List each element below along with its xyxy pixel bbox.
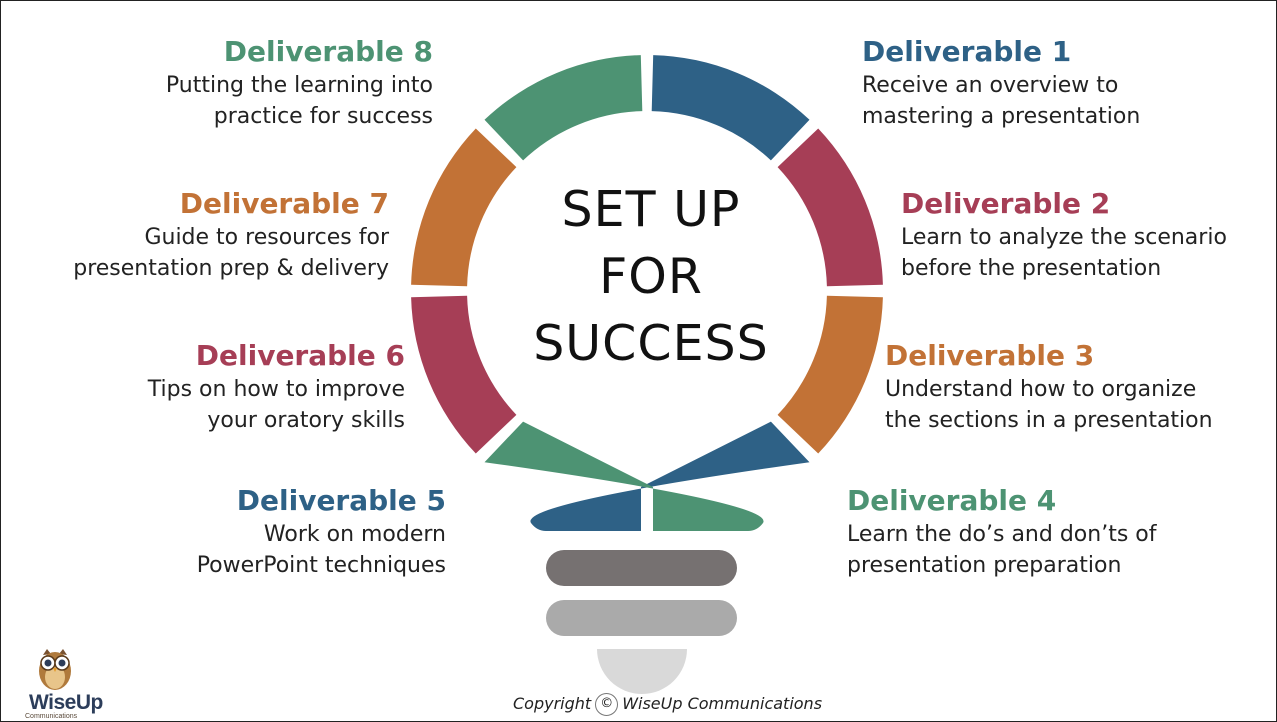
deliverable-4-line2: presentation preparation <box>847 553 1122 578</box>
ring-segment-5 <box>530 421 810 531</box>
deliverable-2-title: Deliverable 2 <box>901 187 1111 220</box>
deliverable-8-title: Deliverable 8 <box>223 35 433 68</box>
ring-segment-7 <box>411 128 517 287</box>
center-title: SET UP FOR SUCCESS <box>506 176 796 377</box>
deliverable-3-line1: Understand how to organize <box>885 377 1197 402</box>
deliverable-1-title: Deliverable 1 <box>862 35 1072 68</box>
wiseup-logo: WiseUp Communications <box>21 647 131 721</box>
deliverable-8-line1: Putting the learning into <box>165 73 433 98</box>
deliverable-7-line1: Guide to resources for <box>144 225 389 250</box>
deliverable-1-line2: mastering a presentation <box>862 104 1141 129</box>
center-title-line1: SET UP <box>561 181 741 238</box>
deliverable-6: Deliverable 6 Tips on how to improve you… <box>148 338 405 436</box>
deliverable-1: Deliverable 1 Receive an overview to mas… <box>862 34 1140 132</box>
deliverable-2-line2: before the presentation <box>901 256 1162 281</box>
deliverable-5-line1: Work on modern <box>263 522 446 547</box>
deliverable-7: Deliverable 7 Guide to resources for pre… <box>73 186 389 284</box>
deliverable-7-line2: presentation prep & delivery <box>73 256 389 281</box>
bulb-base-bar-top <box>546 550 737 586</box>
bulb-tip <box>597 649 687 694</box>
logo-name: WiseUp <box>29 691 103 714</box>
copyright-owner: WiseUp Communications <box>622 694 823 713</box>
deliverable-6-line1: Tips on how to improve <box>147 377 405 402</box>
deliverable-6-title: Deliverable 6 <box>195 339 405 372</box>
center-title-line2: FOR <box>599 248 703 305</box>
deliverable-3-title: Deliverable 3 <box>885 339 1095 372</box>
deliverable-5-line2: PowerPoint techniques <box>196 553 446 578</box>
ring-segment-4 <box>484 421 764 531</box>
ring-segment-8 <box>484 55 643 161</box>
deliverable-5-title: Deliverable 5 <box>236 484 446 517</box>
ring-segment-6 <box>411 295 517 454</box>
copyright-footer: Copyright©WiseUp Communications <box>513 693 822 716</box>
copyright-prefix: Copyright <box>513 694 592 713</box>
copyright-icon: © <box>595 693 619 716</box>
deliverable-3-line2: the sections in a presentation <box>885 408 1213 433</box>
deliverable-4: Deliverable 4 Learn the do’s and don’ts … <box>847 483 1156 581</box>
deliverable-8-line2: practice for success <box>213 104 433 129</box>
deliverable-1-line1: Receive an overview to <box>862 73 1119 98</box>
deliverable-8: Deliverable 8 Putting the learning into … <box>166 34 433 132</box>
deliverable-3: Deliverable 3 Understand how to organize… <box>885 338 1213 436</box>
owl-icon <box>39 649 71 690</box>
logo-tagline: Communications <box>25 713 78 720</box>
deliverable-2: Deliverable 2 Learn to analyze the scena… <box>901 186 1227 284</box>
deliverable-4-line1: Learn the do’s and don’ts of <box>847 522 1157 547</box>
bulb-base-bar-bottom <box>546 600 737 636</box>
deliverable-4-title: Deliverable 4 <box>847 484 1057 517</box>
deliverable-7-title: Deliverable 7 <box>179 187 389 220</box>
center-title-line3: SUCCESS <box>533 315 769 372</box>
ring-segment-3 <box>777 295 883 454</box>
ring-segment-1 <box>651 55 810 161</box>
deliverable-6-line2: your oratory skills <box>207 408 405 433</box>
deliverable-2-line1: Learn to analyze the scenario <box>901 225 1227 250</box>
deliverable-5: Deliverable 5 Work on modern PowerPoint … <box>197 483 446 581</box>
ring-segment-2 <box>777 128 883 287</box>
